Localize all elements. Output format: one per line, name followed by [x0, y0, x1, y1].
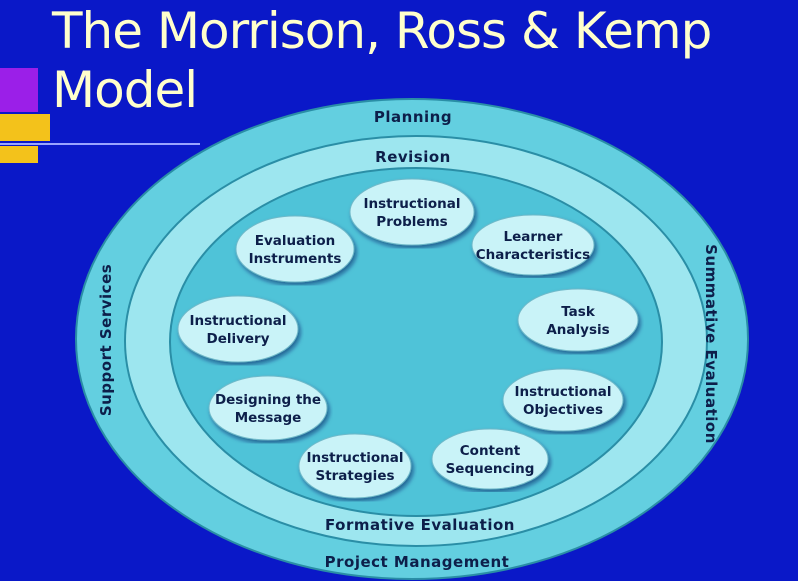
slide-title-line-1: The Morrison, Ross & Kemp — [52, 2, 712, 60]
ring-label-revision: Revision — [375, 148, 451, 166]
node-label-line: Message — [235, 410, 302, 426]
node-label-line: Instructional — [189, 313, 286, 329]
slide-title-line-2: Model — [52, 61, 198, 119]
node-shape — [349, 178, 475, 246]
node-label-line: Delivery — [206, 331, 269, 347]
node-label-line: Content — [460, 443, 521, 459]
node-label-line: Sequencing — [446, 461, 535, 477]
process-nodes: InstructionalProblemsLearnerCharacterist… — [177, 178, 639, 499]
ring-label-formative-evaluation: Formative Evaluation — [325, 516, 515, 534]
node-shape — [431, 428, 549, 490]
node-shape — [235, 215, 355, 283]
node-label-line: Instruments — [249, 251, 342, 267]
ring-label-planning: Planning — [374, 108, 452, 126]
node-shape — [502, 368, 624, 432]
accent-bar-gold-lower — [0, 146, 38, 163]
accent-divider-line — [0, 143, 200, 145]
node-shape — [208, 375, 328, 441]
ring-label-support-services: Support Services — [97, 264, 115, 416]
node-label-line: Problems — [376, 214, 447, 230]
node-label-line: Task — [561, 304, 596, 320]
node-shape — [517, 288, 639, 352]
accent-bar-purple — [0, 68, 38, 112]
node-label-line: Objectives — [523, 402, 603, 418]
ring-label-summative-evaluation: Summative Evaluation — [702, 244, 720, 444]
node-label-line: Instructional — [363, 196, 460, 212]
node-label-line: Analysis — [546, 322, 609, 338]
node-shape — [298, 433, 412, 499]
node-label-line: Evaluation — [255, 233, 335, 249]
slide-title: The Morrison, Ross & Kemp Model — [52, 2, 712, 120]
node-label-line: Instructional — [306, 450, 403, 466]
node-shape — [177, 295, 299, 363]
node-label-line: Instructional — [514, 384, 611, 400]
node-label-line: Characteristics — [476, 247, 590, 263]
node-shape — [471, 214, 595, 276]
node-label-line: Learner — [504, 229, 563, 245]
node-label-line: Designing the — [215, 392, 321, 408]
node-label-line: Strategies — [315, 468, 394, 484]
accent-bar-gold — [0, 114, 50, 141]
ring-label-project-management: Project Management — [325, 553, 510, 571]
